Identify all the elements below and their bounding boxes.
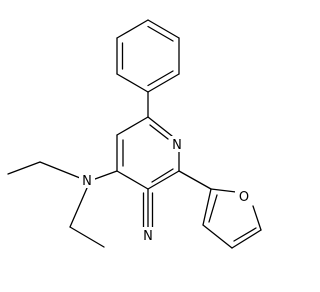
phenyl-ring — [116, 19, 180, 93]
furan-ring — [178, 170, 262, 249]
chemical-structure-diagram: N N N O — [7, 19, 262, 249]
nitrile-group — [142, 188, 154, 228]
ring-nitrogen-label: N — [172, 138, 182, 153]
amine-nitrogen-label: N — [82, 174, 92, 189]
furan-oxygen-label: O — [239, 190, 249, 205]
nitrile-nitrogen-label: N — [143, 229, 153, 244]
pyridine-ring — [116, 116, 180, 190]
diethylamino-group — [7, 161, 118, 248]
